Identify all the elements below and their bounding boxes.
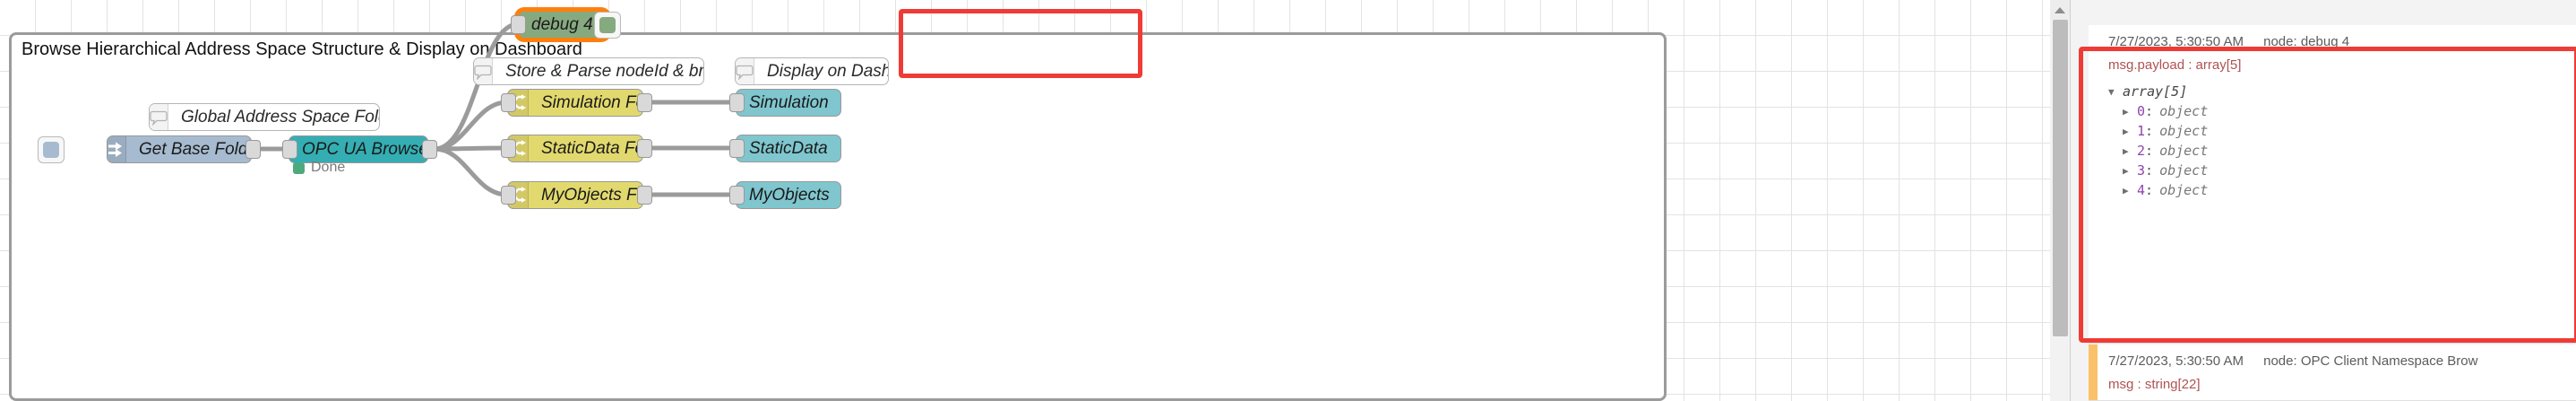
node-change-staticdata-label: StaticData	[749, 138, 828, 158]
node-switch-simulation-input-port[interactable]	[501, 93, 516, 112]
debug-tree-type: object	[2159, 123, 2209, 139]
twisty-down-icon[interactable]: ▼	[2108, 85, 2115, 98]
debug-tree-root-label: array[5]	[2123, 83, 2188, 100]
node-switch-staticdata-label: StaticData Folder	[541, 138, 642, 158]
debug-tree-row[interactable]: ▶ 0 : object	[2108, 101, 2576, 121]
debug-sidebar: 7/27/2023, 5:30:50 AM node: debug 4 msg.…	[2070, 0, 2576, 401]
node-switch-staticdata-folder[interactable]: StaticData Folder	[507, 135, 643, 162]
node-opc-ua-browser-status: Done	[293, 160, 345, 176]
node-comment-display-label: Display on Dashboard	[767, 61, 889, 81]
canvas-vertical-scrollbar[interactable]	[2050, 0, 2070, 401]
node-opc-ua-browser-input-port[interactable]	[282, 140, 297, 159]
node-switch-simulation-output-port[interactable]	[637, 93, 652, 112]
link-in-arrow-icon	[108, 136, 126, 162]
debug-enable-toggle[interactable]	[594, 12, 621, 39]
debug-tree-sep: :	[2145, 162, 2154, 179]
node-switch-staticdata-input-port[interactable]	[501, 139, 516, 158]
node-debug-4-label: debug 4	[531, 14, 593, 34]
comment-bubble-icon	[474, 58, 493, 84]
twisty-right-icon[interactable]: ▶	[2123, 144, 2129, 157]
debug-tree-type: object	[2159, 182, 2209, 198]
debug-tree-key: 0	[2137, 103, 2146, 119]
scrollbar-thumb[interactable]	[2053, 20, 2068, 336]
debug-tree-key: 1	[2137, 123, 2146, 139]
node-get-base-folder-structure[interactable]: Get Base Folder Structure ¹	[107, 135, 252, 163]
node-switch-staticdata-output-port[interactable]	[637, 139, 652, 158]
debug-tree-row[interactable]: ▶ 1 : object	[2108, 121, 2576, 141]
node-change-myobjects-input-port[interactable]	[729, 186, 745, 205]
debug-tree-root-row[interactable]: ▼ array[5]	[2108, 82, 2576, 101]
node-switch-myobjects-output-port[interactable]	[637, 186, 652, 205]
node-opc-ua-browser[interactable]: OPC UA Browser	[289, 135, 428, 163]
node-get-base-folder-output-port[interactable]	[246, 140, 261, 159]
node-change-myobjects[interactable]: MyObjects abc	[736, 181, 841, 209]
twisty-right-icon[interactable]: ▶	[2123, 184, 2129, 196]
debug-tree-key: 4	[2137, 182, 2146, 198]
debug-tree-type: object	[2159, 103, 2209, 119]
node-comment-store-label: Store & Parse nodeId & browseName	[505, 61, 704, 81]
node-switch-myobjects-label: MyObjects Folder	[541, 185, 642, 205]
debug-message-tree[interactable]: ▼ array[5] ▶ 0 : object ▶ 1 : object	[2108, 82, 2576, 200]
debug-message-timestamp: 7/27/2023, 5:30:50 AM	[2108, 34, 2244, 49]
debug-tree-type: object	[2159, 143, 2209, 159]
node-get-base-folder-structure-label: Get Base Folder Structure ¹	[139, 139, 251, 159]
flow-group-box[interactable]	[9, 32, 1667, 401]
scroll-up-arrow-icon[interactable]	[2050, 0, 2070, 20]
node-switch-simulation-folder[interactable]: Simulation Folder	[507, 89, 643, 117]
node-comment-store-parse[interactable]: Store & Parse nodeId & browseName	[473, 57, 704, 85]
debug-tree-type: object	[2159, 162, 2209, 179]
debug-tree-key: 3	[2137, 162, 2146, 179]
node-debug-4-input-port[interactable]	[511, 15, 526, 34]
debug-message-source: node: OPC Client Namespace Brow	[2263, 353, 2478, 369]
debug-tree-key: 2	[2137, 143, 2146, 159]
node-comment-display-dashboard[interactable]: Display on Dashboard	[735, 57, 889, 85]
debug-tree-row[interactable]: ▶ 2 : object	[2108, 141, 2576, 161]
status-dot	[293, 161, 305, 174]
debug-message-header: 7/27/2023, 5:30:50 AM node: OPC Client N…	[2108, 353, 2576, 369]
debug-message-property: msg : string[22]	[2108, 377, 2201, 392]
debug-message-item[interactable]: 7/27/2023, 5:30:50 AM node: debug 4 msg.…	[2089, 25, 2576, 344]
node-change-staticdata-input-port[interactable]	[729, 139, 745, 158]
status-label: Done	[311, 160, 346, 175]
twisty-right-icon[interactable]: ▶	[2123, 105, 2129, 118]
debug-message-timestamp: 7/27/2023, 5:30:50 AM	[2108, 353, 2244, 369]
flow-canvas[interactable]: Browse Hierarchical Address Space Struct…	[0, 0, 2065, 401]
debug-message-source: node: debug 4	[2263, 34, 2350, 49]
debug-tree-sep: :	[2145, 103, 2154, 119]
node-opc-ua-browser-output-port[interactable]	[422, 140, 437, 159]
link-in-expand-button[interactable]	[38, 136, 65, 163]
node-change-simulation-label: Simulation	[749, 92, 829, 112]
node-change-simulation[interactable]: Simulation abc	[736, 89, 841, 117]
debug-message-item[interactable]: 7/27/2023, 5:30:50 AM node: OPC Client N…	[2089, 344, 2576, 401]
debug-tree-sep: :	[2145, 143, 2154, 159]
debug-tree-sep: :	[2145, 182, 2154, 198]
abc-change-icon: abc	[840, 135, 841, 161]
node-switch-myobjects-folder[interactable]: MyObjects Folder	[507, 181, 643, 209]
node-opc-ua-browser-label: OPC UA Browser	[302, 139, 428, 159]
node-comment-global-label: Global Address Space Folder Browse	[181, 107, 379, 126]
debug-tree-sep: :	[2145, 123, 2154, 139]
node-comment-global-address-space[interactable]: Global Address Space Folder Browse	[149, 103, 380, 131]
twisty-right-icon[interactable]: ▶	[2123, 125, 2129, 137]
comment-bubble-icon	[736, 58, 754, 84]
debug-message-gutter	[2089, 344, 2098, 400]
node-change-simulation-input-port[interactable]	[729, 93, 745, 112]
comment-bubble-icon	[150, 104, 168, 130]
node-change-myobjects-label: MyObjects	[749, 185, 830, 205]
node-change-staticdata[interactable]: StaticData abc	[736, 135, 841, 162]
debug-message-property: msg.payload : array[5]	[2108, 57, 2242, 73]
debug-tree-row[interactable]: ▶ 3 : object	[2108, 161, 2576, 180]
node-switch-simulation-label: Simulation Folder	[541, 92, 642, 112]
debug-message-header: 7/27/2023, 5:30:50 AM node: debug 4	[2108, 34, 2576, 49]
twisty-right-icon[interactable]: ▶	[2123, 164, 2129, 177]
debug-message-gutter	[2089, 25, 2098, 343]
debug-tree-row[interactable]: ▶ 4 : object	[2108, 180, 2576, 200]
node-switch-myobjects-input-port[interactable]	[501, 186, 516, 205]
